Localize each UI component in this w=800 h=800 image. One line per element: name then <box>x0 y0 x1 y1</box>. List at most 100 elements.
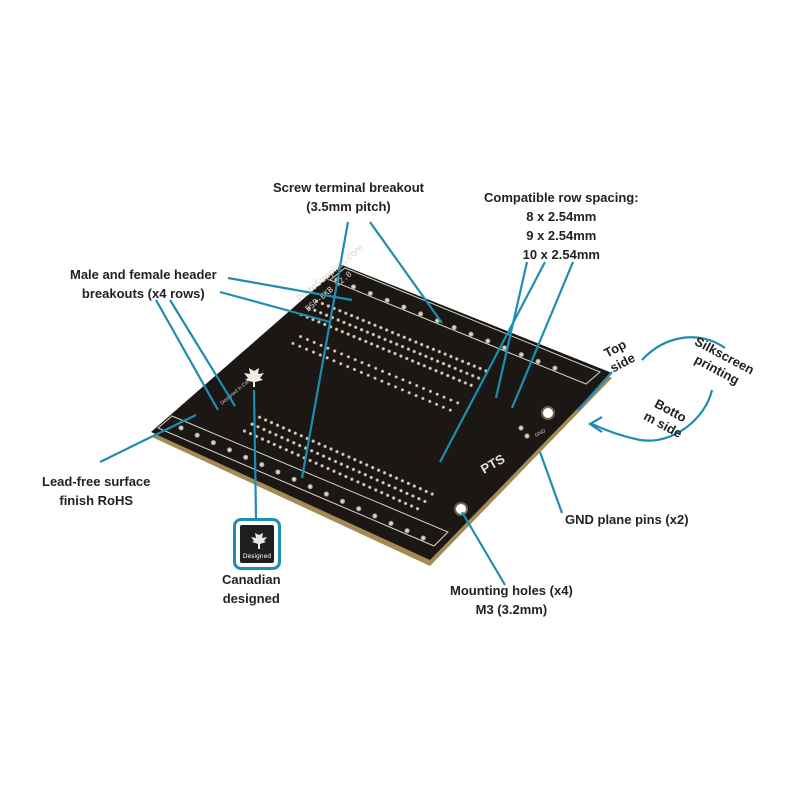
leader-header-3 <box>219 290 331 324</box>
header-pad <box>472 364 476 368</box>
header-pad <box>365 463 369 467</box>
header-pad <box>326 304 330 308</box>
screw-terminal-pad <box>518 352 524 358</box>
header-pad <box>423 499 427 504</box>
header-pad <box>380 490 384 495</box>
screw-terminal-outline-bottom <box>157 415 449 547</box>
header-pad <box>435 359 440 363</box>
header-pad <box>380 379 384 383</box>
header-pad <box>469 383 473 387</box>
screw-terminal-pad <box>485 338 491 344</box>
header-pad <box>332 359 336 363</box>
header-pad <box>368 485 372 489</box>
header-pad <box>307 306 311 310</box>
header-pad <box>342 320 346 325</box>
header-pad <box>359 328 364 332</box>
header-pad <box>397 499 402 503</box>
callout-lead-free-line2: finish RoHS <box>59 493 134 508</box>
header-pad <box>321 454 326 458</box>
callout-row-spacing-line2: 8 x 2.54mm <box>526 209 597 224</box>
header-pad <box>287 428 292 433</box>
header-pad <box>447 364 451 368</box>
header-pad <box>345 465 350 469</box>
header-pad <box>418 352 422 356</box>
header-pad <box>365 330 370 334</box>
mounting-holes <box>454 406 555 516</box>
header-pad <box>387 372 391 376</box>
header-pad <box>334 327 339 331</box>
header-pad <box>449 354 453 359</box>
screw-terminal-pad <box>275 469 281 475</box>
header-pad <box>428 389 432 393</box>
screw-terminal-pad <box>259 462 265 468</box>
header-pad <box>403 501 408 506</box>
header-pad <box>380 369 385 373</box>
header-pad <box>349 313 354 318</box>
header-pad <box>256 425 260 429</box>
header-pad <box>286 438 290 442</box>
header-pad <box>352 334 356 339</box>
screw-terminal-pad <box>404 528 410 534</box>
screw-terminal-pad <box>388 520 394 527</box>
header-pad <box>399 354 403 358</box>
header-pad <box>357 470 361 474</box>
header-pad <box>401 378 405 382</box>
screw-terminal-pad <box>501 345 508 351</box>
header-pad <box>319 343 323 347</box>
screw-terminal-pad <box>384 297 390 303</box>
header-pad <box>344 311 348 315</box>
header-pad <box>465 371 469 375</box>
header-pad <box>415 507 420 511</box>
header-pad <box>455 357 459 361</box>
header-pad <box>339 462 344 466</box>
header-pad <box>400 388 404 392</box>
header-pad <box>281 426 286 430</box>
header-pad <box>359 370 363 374</box>
header-pad <box>375 344 380 348</box>
header-pad <box>428 399 432 403</box>
header-pad <box>363 473 367 477</box>
callout-lines <box>99 221 726 586</box>
header-pad <box>355 316 360 320</box>
header-pad <box>358 337 362 341</box>
callout-canadian-line1: Canadian <box>222 572 281 587</box>
header-pad <box>344 474 348 479</box>
header-pad <box>385 328 389 332</box>
header-pad <box>323 322 327 327</box>
header-pad <box>315 451 320 456</box>
header-pad <box>416 361 421 366</box>
screw-terminal-pad <box>451 324 457 331</box>
header-pad <box>296 453 300 457</box>
header-pad <box>430 357 434 361</box>
screw-terminal-pad <box>210 440 216 446</box>
header-pad <box>402 335 406 339</box>
header-pad <box>431 347 436 351</box>
header-pad <box>375 478 379 482</box>
header-pad <box>412 484 416 488</box>
header-pad <box>314 299 319 303</box>
header-pad <box>377 335 381 339</box>
header-pad <box>388 473 393 478</box>
screw-terminal-pad <box>243 454 249 460</box>
header-pad <box>347 455 351 459</box>
header-pad <box>360 361 364 365</box>
header-pad <box>291 341 295 345</box>
callout-headers-line2: breakouts (x4 rows) <box>81 286 205 301</box>
header-pad <box>399 489 403 493</box>
screw-terminal-pad <box>420 535 426 541</box>
header-pad <box>325 356 329 360</box>
screw-terminal-pad <box>468 331 474 337</box>
header-pad <box>442 395 446 399</box>
header-pad <box>373 323 377 327</box>
leader-canadian <box>252 389 258 519</box>
maple-leaf-icon <box>244 364 264 387</box>
curved-arrow-bottom <box>591 389 714 442</box>
header-pad <box>319 311 323 315</box>
header-pad <box>434 369 438 373</box>
badge-inner: Designed <box>240 525 274 563</box>
header-pad <box>394 375 398 379</box>
header-pad <box>333 459 338 464</box>
header-pad <box>408 338 412 342</box>
header-pad <box>392 496 396 500</box>
header-pad <box>317 320 321 324</box>
